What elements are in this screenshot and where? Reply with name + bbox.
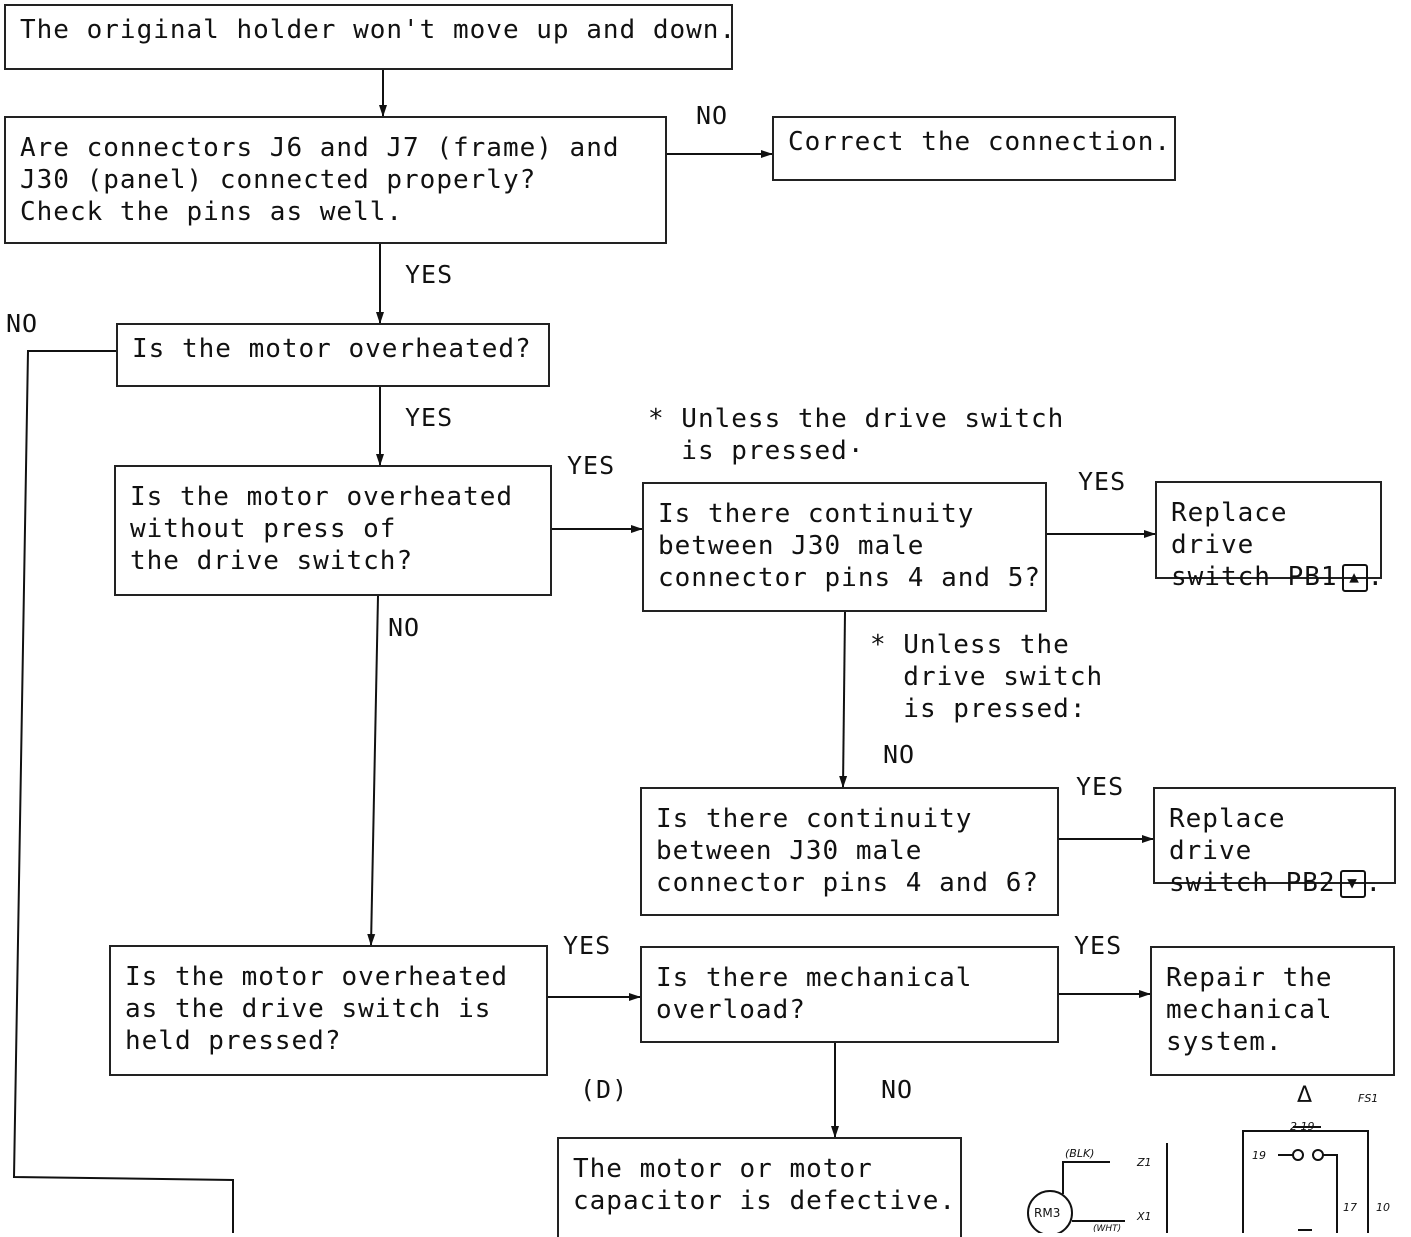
label-yes-held: YES [563, 931, 612, 960]
replace-pb1-end: . [1367, 562, 1385, 592]
label-yes-overheated: YES [405, 403, 454, 432]
up-arrow-icon: ▲ [1341, 563, 1368, 592]
replace-pb1-box: Replace drive switch PB1▲. [1155, 481, 1383, 592]
replace-pb2-box: Replace drive switch PB2▼. [1153, 787, 1396, 898]
label-d-marker: (D) [580, 1075, 629, 1104]
correct-connection-box: Correct the connection. [772, 116, 1176, 181]
connectors-question-box: Are connectors J6 and J7 (frame) and J30… [4, 116, 667, 244]
label-yes-connectors: YES [405, 260, 454, 289]
label-yes-mech: YES [1074, 931, 1123, 960]
edge-overheated-no-path [12, 350, 234, 1233]
mechanical-overload-box: Is there mechanical overload? [640, 946, 1059, 1043]
motor-overheated-box: Is the motor overheated? [116, 323, 550, 387]
replace-pb1-line1: Replace drive [1171, 498, 1288, 560]
continuity-pins-4-6-box: Is there continuity between J30 male con… [640, 787, 1059, 916]
schematic-fragment [1027, 1126, 1369, 1233]
label-yes-pb1: YES [1078, 467, 1127, 496]
note-unless-pressed-1: * Unless the drive switch is pressed· [648, 404, 1065, 466]
note-unless-pressed-2: * Unless the drive switch is pressed: [870, 630, 1104, 724]
start-box: The original holder won't move up and do… [4, 4, 735, 70]
edge-cont45-to-cont46 [839, 611, 848, 788]
schem-n19a: 2 19 [1290, 1120, 1315, 1133]
motor-defective-box: The motor or motor capacitor is defectiv… [557, 1137, 962, 1237]
edge-no-press-to-held [367, 595, 379, 946]
schem-fs1: FS1 [1358, 1092, 1378, 1105]
label-no-correct: NO [696, 101, 729, 130]
schem-n17: 17 [1343, 1201, 1357, 1214]
replace-pb2-end: . [1365, 868, 1383, 898]
label-no-left: NO [6, 309, 39, 338]
continuity-pins-4-5-box: Is there continuity between J30 male con… [642, 482, 1047, 612]
repair-mechanical-box: Repair the mechanical system. [1150, 946, 1395, 1076]
label-no-mech: NO [881, 1075, 914, 1104]
schem-x1: X1 [1136, 1210, 1152, 1223]
schem-blk: (BLK) [1065, 1147, 1094, 1160]
overheated-held-pressed-box: Is the motor overheated as the drive swi… [109, 945, 548, 1076]
schem-wht: (WHT) [1093, 1224, 1121, 1233]
replace-pb2-line2: switch PB2 [1169, 868, 1336, 898]
schem-rm3: RM3 [1034, 1206, 1060, 1220]
overheated-without-press-box: Is the motor overheated without press of… [114, 465, 552, 596]
down-arrow-icon: ▼ [1339, 869, 1366, 898]
schem-n10: 10 [1376, 1201, 1390, 1214]
replace-pb2-line1: Replace drive [1169, 804, 1286, 866]
label-yes-no-press: YES [567, 451, 616, 480]
label-no-no-press: NO [388, 613, 421, 642]
replace-pb1-line2: switch PB1 [1171, 562, 1338, 592]
schem-n19b: 19 [1252, 1149, 1266, 1162]
label-yes-pb2: YES [1076, 772, 1125, 801]
schem-z1: Z1 [1136, 1156, 1152, 1169]
schem-delta: Δ [1297, 1083, 1312, 1108]
label-no-cont45: NO [883, 740, 916, 769]
